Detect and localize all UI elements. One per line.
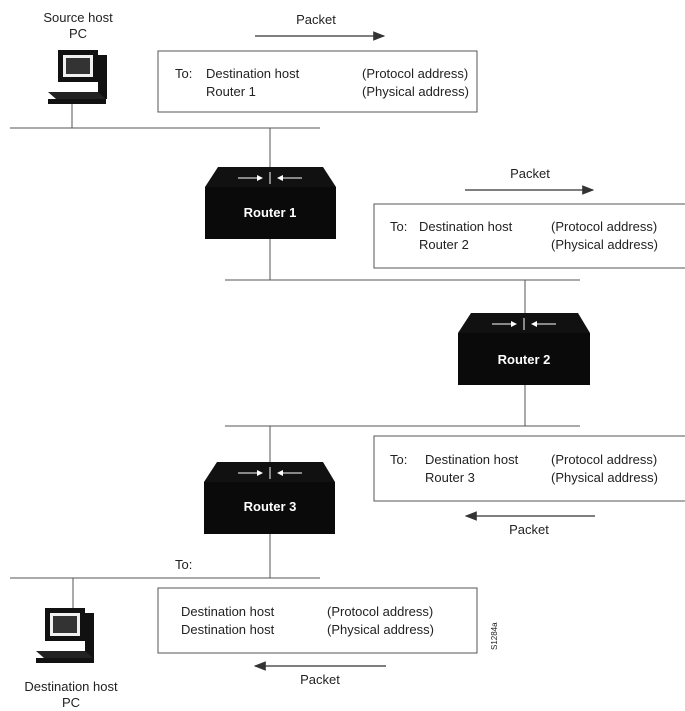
router-3: Router 3: [204, 462, 335, 534]
box1-row1-type: (Protocol address): [362, 66, 468, 81]
packet-label-2: Packet: [510, 166, 550, 181]
router2-arrows-icon: [492, 318, 556, 330]
destination-host-label: Destination host: [24, 679, 118, 694]
destination-host-type: PC: [62, 695, 80, 710]
packet-label-4: Packet: [300, 672, 340, 687]
router-1: Router 1: [205, 167, 336, 239]
box2-row2-name: Router 2: [419, 237, 469, 252]
destination-pc-icon: [36, 608, 94, 663]
source-host-label: Source host: [43, 10, 113, 25]
box3-row1-type: (Protocol address): [551, 452, 657, 467]
packet-label-3: Packet: [509, 522, 549, 537]
box4-row1-type: (Protocol address): [327, 604, 433, 619]
address-box-1: To: Destination host (Protocol address) …: [157, 50, 478, 113]
box2-to: To:: [390, 219, 407, 234]
packet-label-1: Packet: [296, 12, 336, 27]
box4-row2-type: (Physical address): [327, 622, 434, 637]
packet-arrow-3: Packet: [464, 511, 595, 537]
box1-row2-name: Router 1: [206, 84, 256, 99]
box2-row2-type: (Physical address): [551, 237, 658, 252]
box4-to: To:: [175, 557, 192, 572]
packet-arrow-2: Packet: [465, 166, 595, 195]
box3-row2-name: Router 3: [425, 470, 475, 485]
address-box-3: To: Destination host (Protocol address) …: [373, 435, 685, 502]
router1-label: Router 1: [244, 205, 297, 220]
box2-row1-name: Destination host: [419, 219, 513, 234]
box1-row2-type: (Physical address): [362, 84, 469, 99]
packet-arrow-1: Packet: [255, 12, 386, 41]
address-box-4: Destination host (Protocol address) Dest…: [157, 587, 478, 654]
box4-row1-name: Destination host: [181, 604, 275, 619]
box3-row2-type: (Physical address): [551, 470, 658, 485]
router-2: Router 2: [458, 313, 590, 385]
packet-arrow-4: Packet: [253, 661, 386, 687]
figure-id: S1284a: [490, 622, 499, 650]
router1-arrows-icon: [238, 172, 302, 184]
box1-to: To:: [175, 66, 192, 81]
box2-row1-type: (Protocol address): [551, 219, 657, 234]
box3-row1-name: Destination host: [425, 452, 519, 467]
source-pc-icon: [48, 50, 107, 104]
router3-label: Router 3: [244, 499, 297, 514]
router2-label: Router 2: [498, 352, 551, 367]
destination-host: Destination host PC: [24, 608, 118, 710]
box4-row2-name: Destination host: [181, 622, 275, 637]
source-host-type: PC: [69, 26, 87, 41]
router3-arrows-icon: [238, 467, 302, 479]
address-box-2: To: Destination host (Protocol address) …: [373, 203, 685, 269]
source-host: Source host PC: [43, 10, 113, 128]
box1-row1-name: Destination host: [206, 66, 300, 81]
box3-to: To:: [390, 452, 407, 467]
